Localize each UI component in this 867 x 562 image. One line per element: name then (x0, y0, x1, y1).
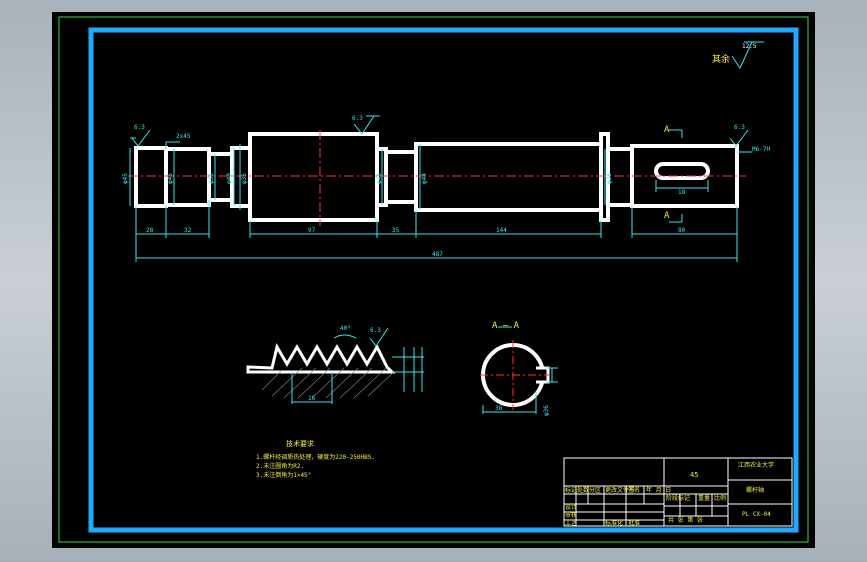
tb-sheet: 共 张 第 张 (668, 517, 703, 524)
tb-right-label: 阶段标记 (666, 495, 691, 502)
surface-finish-1: 6.3 (134, 124, 145, 131)
tb-left-label: 设计 (565, 504, 578, 511)
section-mark-bottom: A (664, 211, 670, 221)
dia-4: φ40 (226, 173, 233, 184)
dimension-lines (129, 41, 764, 262)
dia-5: φ35 (241, 173, 248, 184)
dim-32: 32 (184, 227, 192, 234)
tb-row-label: 更改文件号 (605, 487, 636, 494)
tb-row-label: 处数 (577, 487, 590, 494)
title-part-name: 螺杆轴 (746, 487, 765, 494)
roughness-note-text: 其余 (712, 55, 731, 65)
dia-3: φ38 (208, 173, 215, 184)
cad-drawing-canvas[interactable]: 其余 12.5 6.3 6.3 6.3 6.3 2x45 M6-7H A A A… (52, 12, 815, 548)
dia-1: φ45 (122, 173, 129, 184)
chamfer-callout: 2x45 (176, 133, 191, 140)
thread-angle: 40° (340, 325, 351, 332)
title-material: 45 (690, 471, 699, 479)
dim-28: 28 (146, 227, 154, 234)
dim-18: 18 (678, 189, 686, 196)
surface-finish-4: 6.3 (352, 115, 363, 122)
roughness-note-value: 12.5 (742, 43, 757, 50)
section-mark-top: A (664, 125, 670, 135)
outer-frame (58, 16, 809, 543)
thread-detail (246, 327, 424, 404)
title-block (563, 457, 793, 527)
dia-8: φ38 (606, 173, 613, 184)
dim-35: 35 (392, 227, 400, 234)
tb-right-label: 比例 (714, 495, 727, 502)
tech-req-item: 1.螺杆经调质热处理，硬度为220-250HBS. (256, 454, 375, 461)
surface-finish-3: 6.3 (370, 327, 381, 334)
tech-req-item: 3.未注倒角为1×45° (256, 472, 312, 479)
dia-7: φ44 (421, 173, 428, 184)
keyway-callout: M6-7H (752, 146, 771, 153)
tb-left-label: 审核 (565, 512, 578, 519)
title-school: 江西农业大学 (738, 462, 775, 469)
dia-9: φ36 (543, 405, 550, 416)
section-aa (480, 326, 558, 414)
tech-req-heading: 技术要求 (286, 440, 314, 448)
tb-right-label: 重量 (698, 495, 711, 502)
dim-487: 487 (432, 251, 443, 258)
dim-144: 144 (496, 227, 507, 234)
tb-row-label: 分区 (589, 487, 602, 494)
tb-left-label: 标准化 (605, 520, 624, 527)
tech-req-item: 2.未注圆角为R2. (256, 463, 305, 470)
dim-97: 97 (308, 227, 316, 234)
dim-16: 16 (308, 395, 316, 402)
tb-row-label: 年 月 日 (646, 487, 672, 494)
dim-80: 80 (678, 227, 686, 234)
section-title: A — A (492, 321, 520, 331)
surface-finish-2: 6.3 (734, 124, 745, 131)
tb-left-label: 批准 (628, 520, 641, 527)
tb-left-label: 工艺 (565, 520, 578, 527)
inner-frame (88, 27, 799, 533)
title-drawing-no: PL CX-04 (742, 511, 771, 518)
tb-row-label: 标记 (565, 487, 578, 494)
dim-38: 38 (495, 405, 503, 412)
dia-6: φ40 (376, 173, 383, 184)
tb-row-label: 签名 (628, 487, 641, 494)
dia-2: φ45 (167, 173, 174, 184)
drawing-sheet (58, 16, 809, 543)
